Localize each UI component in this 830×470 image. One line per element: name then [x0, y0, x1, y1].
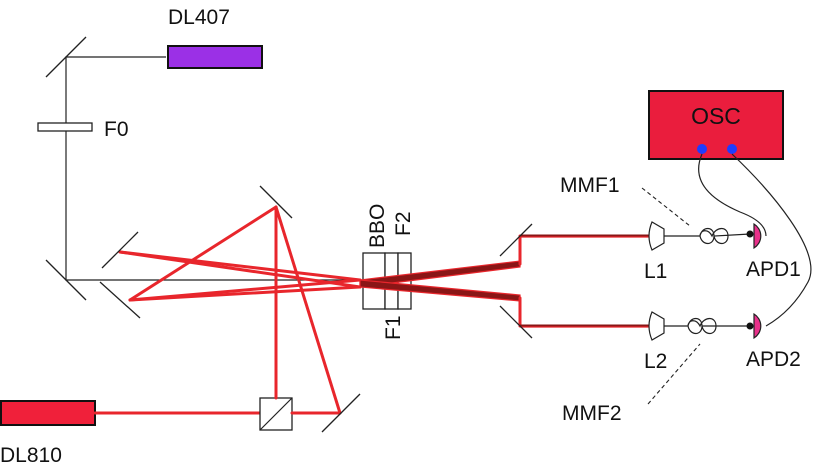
cavity-beam-7 — [128, 285, 362, 302]
f0-label: F0 — [104, 118, 129, 141]
cavity-mirror-left-upper — [101, 231, 139, 269]
l2-label: L2 — [644, 350, 667, 373]
apd1-label: APD1 — [746, 258, 801, 281]
fiber-mmf1 — [664, 227, 751, 245]
osc-port-2 — [727, 144, 737, 154]
cavity-mirror-bottom-right — [321, 393, 361, 433]
signal-cable-apd2 — [731, 153, 812, 327]
f0-filter — [37, 122, 93, 132]
cavity-mirror-top — [259, 185, 293, 219]
cavity-beam-2 — [128, 205, 278, 302]
mmf1-leader — [641, 187, 691, 227]
dl407-laser — [167, 45, 263, 69]
signal-cable-apd1 — [698, 153, 767, 237]
lens-l1 — [648, 221, 665, 251]
apd1-detector — [753, 222, 762, 250]
mmf1-label: MMF1 — [560, 174, 620, 197]
bbo-label: BBO — [366, 204, 389, 248]
f1-label: F1 — [382, 315, 405, 340]
osc-label: OSC — [691, 103, 741, 129]
dl810-laser — [0, 400, 96, 426]
beam-splitter-diagonal — [259, 397, 293, 431]
pump-mirror-top — [45, 36, 87, 78]
output-mirror-lower — [499, 305, 533, 339]
oscilloscope — [648, 90, 784, 160]
mmf2-label: MMF2 — [562, 402, 622, 425]
fiber-connector-2 — [746, 322, 754, 330]
apd2-label: APD2 — [746, 348, 801, 371]
fiber-mmf2 — [664, 317, 750, 335]
cavity-mirror-left-lower — [99, 281, 141, 319]
cavity-beam-5 — [118, 250, 362, 289]
cavity-beam-3 — [274, 205, 342, 415]
fiber-connector-1 — [746, 230, 754, 238]
f2-label: F2 — [392, 211, 415, 236]
pump-beam-path — [65, 56, 360, 281]
dl407-label: DL407 — [168, 6, 230, 29]
dl810-label: DL810 — [0, 444, 62, 467]
apd2-detector — [753, 312, 762, 340]
l1-label: L1 — [644, 260, 667, 283]
output-mirror-upper — [499, 223, 533, 257]
lens-l2 — [648, 311, 665, 341]
osc-port-1 — [697, 144, 707, 154]
mmf2-leader — [647, 343, 701, 405]
pump-mirror-bottom — [45, 259, 87, 301]
